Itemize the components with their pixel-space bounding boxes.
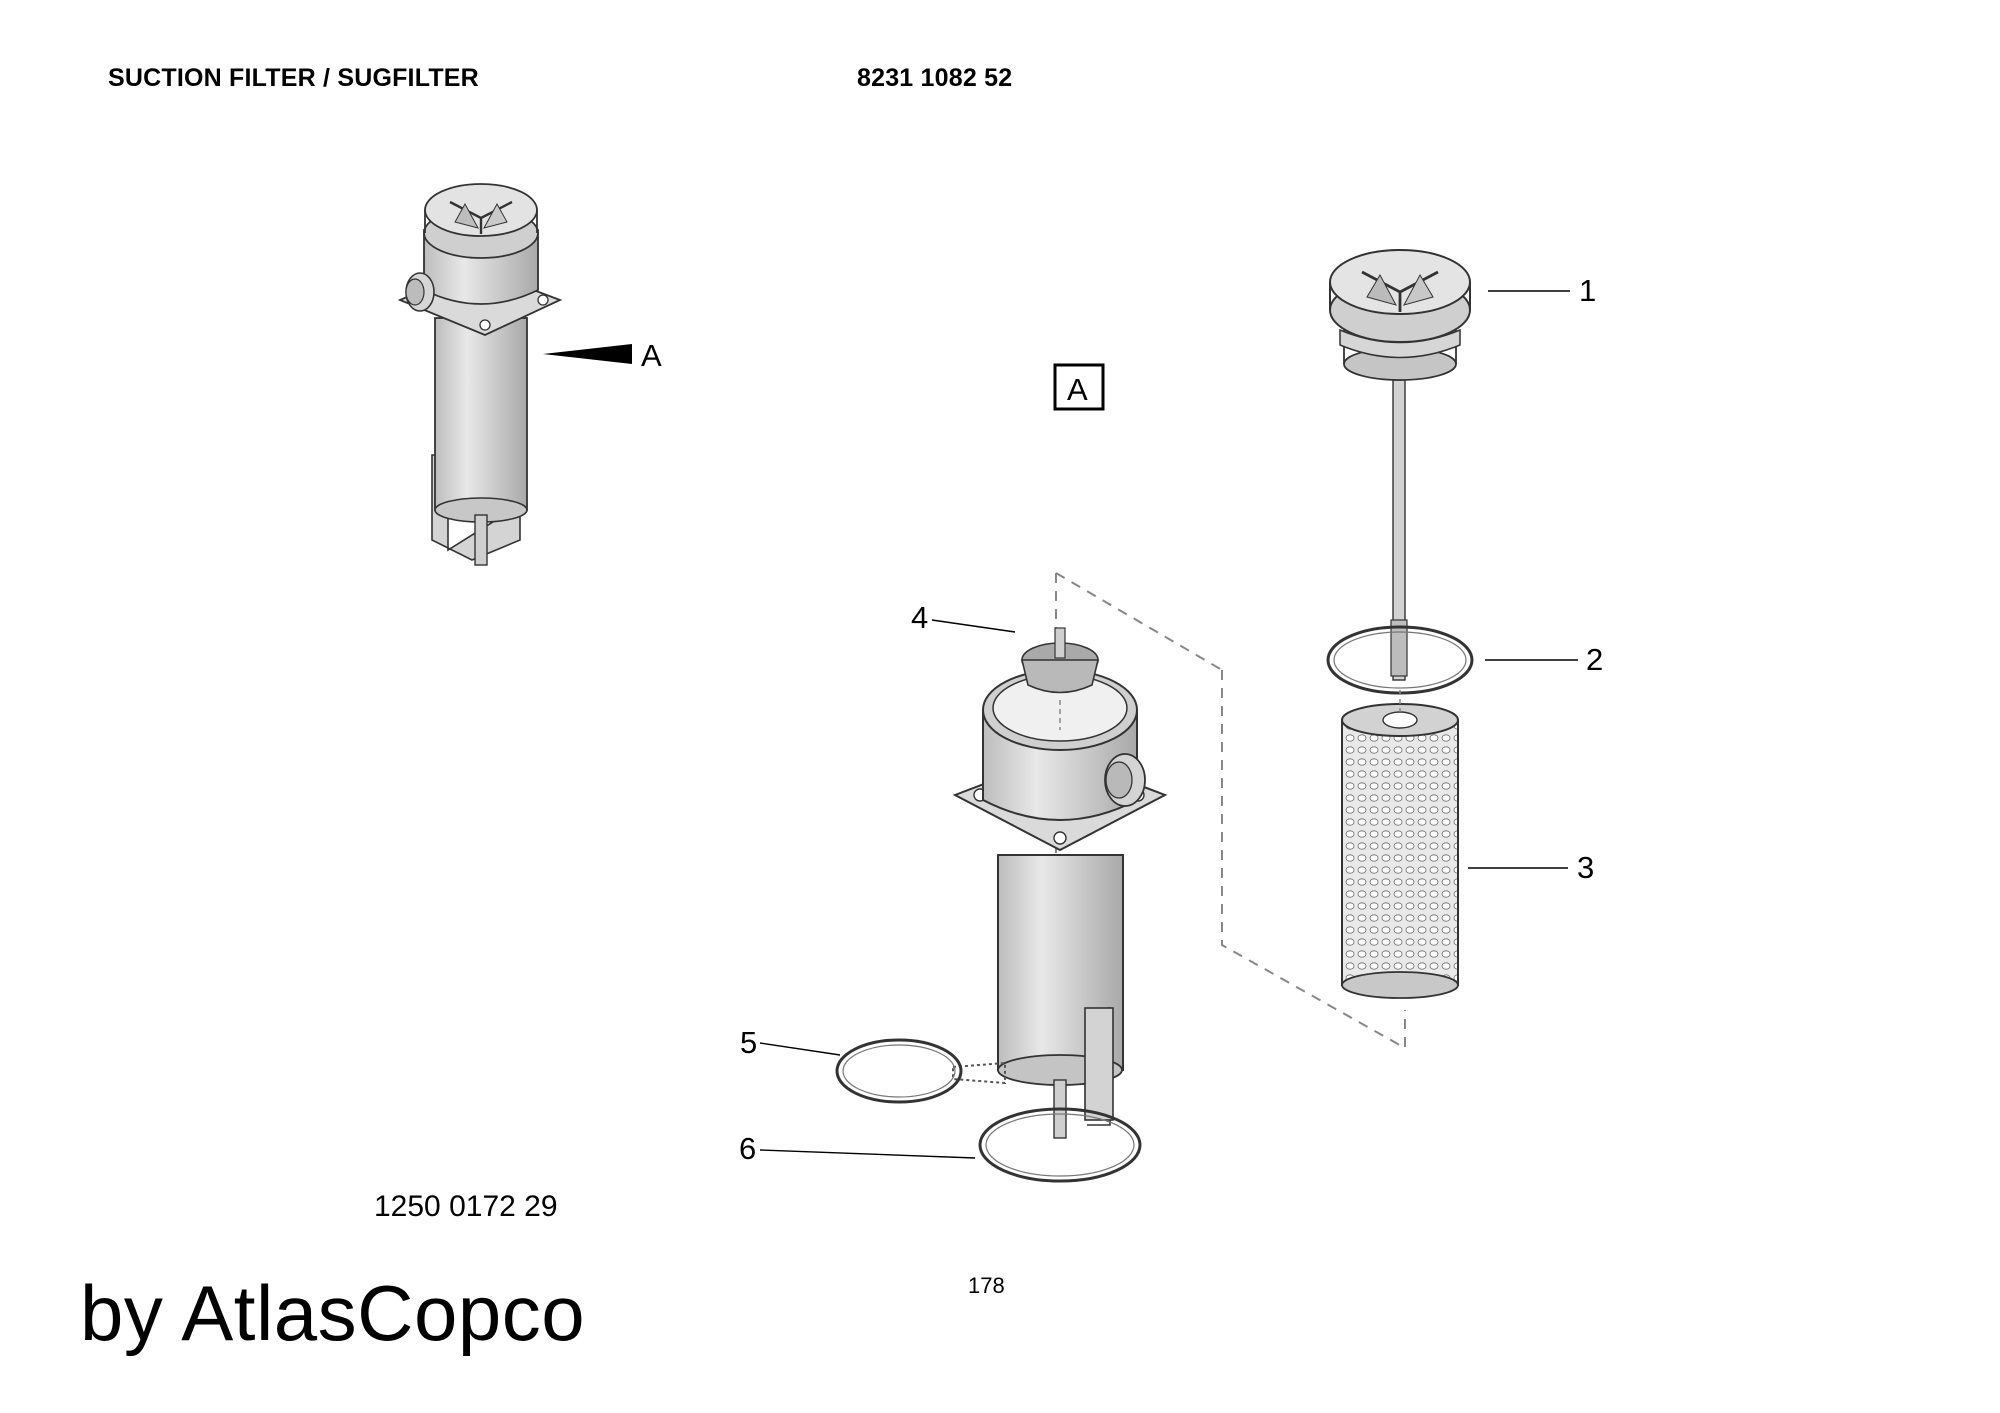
callout-5: 5 [740, 1025, 757, 1060]
overview-assembly [397, 183, 563, 566]
o-ring-5-inner [842, 1044, 956, 1098]
view-arrow-icon [543, 344, 632, 364]
o-ring-6 [978, 1107, 1142, 1183]
o-ring-2-inner [1333, 631, 1467, 689]
page-title: SUCTION FILTER / SUGFILTER [108, 64, 479, 92]
filter-element [1341, 690, 1459, 999]
leader-lines [759, 290, 1578, 1159]
view-box [1053, 363, 1105, 411]
cap-assembly [1329, 249, 1471, 681]
callout-2: 2 [1586, 642, 1603, 677]
drawing-reference-number: 1250 0172 29 [374, 1190, 558, 1223]
view-marker-label: A [641, 338, 662, 373]
o-ring-6-inner [985, 1113, 1135, 1177]
document-number: 8231 1082 52 [857, 64, 1013, 92]
callout-1: 1 [1579, 273, 1596, 308]
filter-housing [952, 627, 1168, 1139]
callout-4: 4 [911, 600, 928, 635]
callout-6: 6 [739, 1131, 756, 1166]
view-box-label: A [1067, 372, 1088, 407]
page-number: 178 [968, 1273, 1005, 1298]
callout-3: 3 [1577, 850, 1594, 885]
o-ring-5 [835, 1038, 963, 1104]
brand-signature: by AtlasCopco [80, 1269, 586, 1357]
